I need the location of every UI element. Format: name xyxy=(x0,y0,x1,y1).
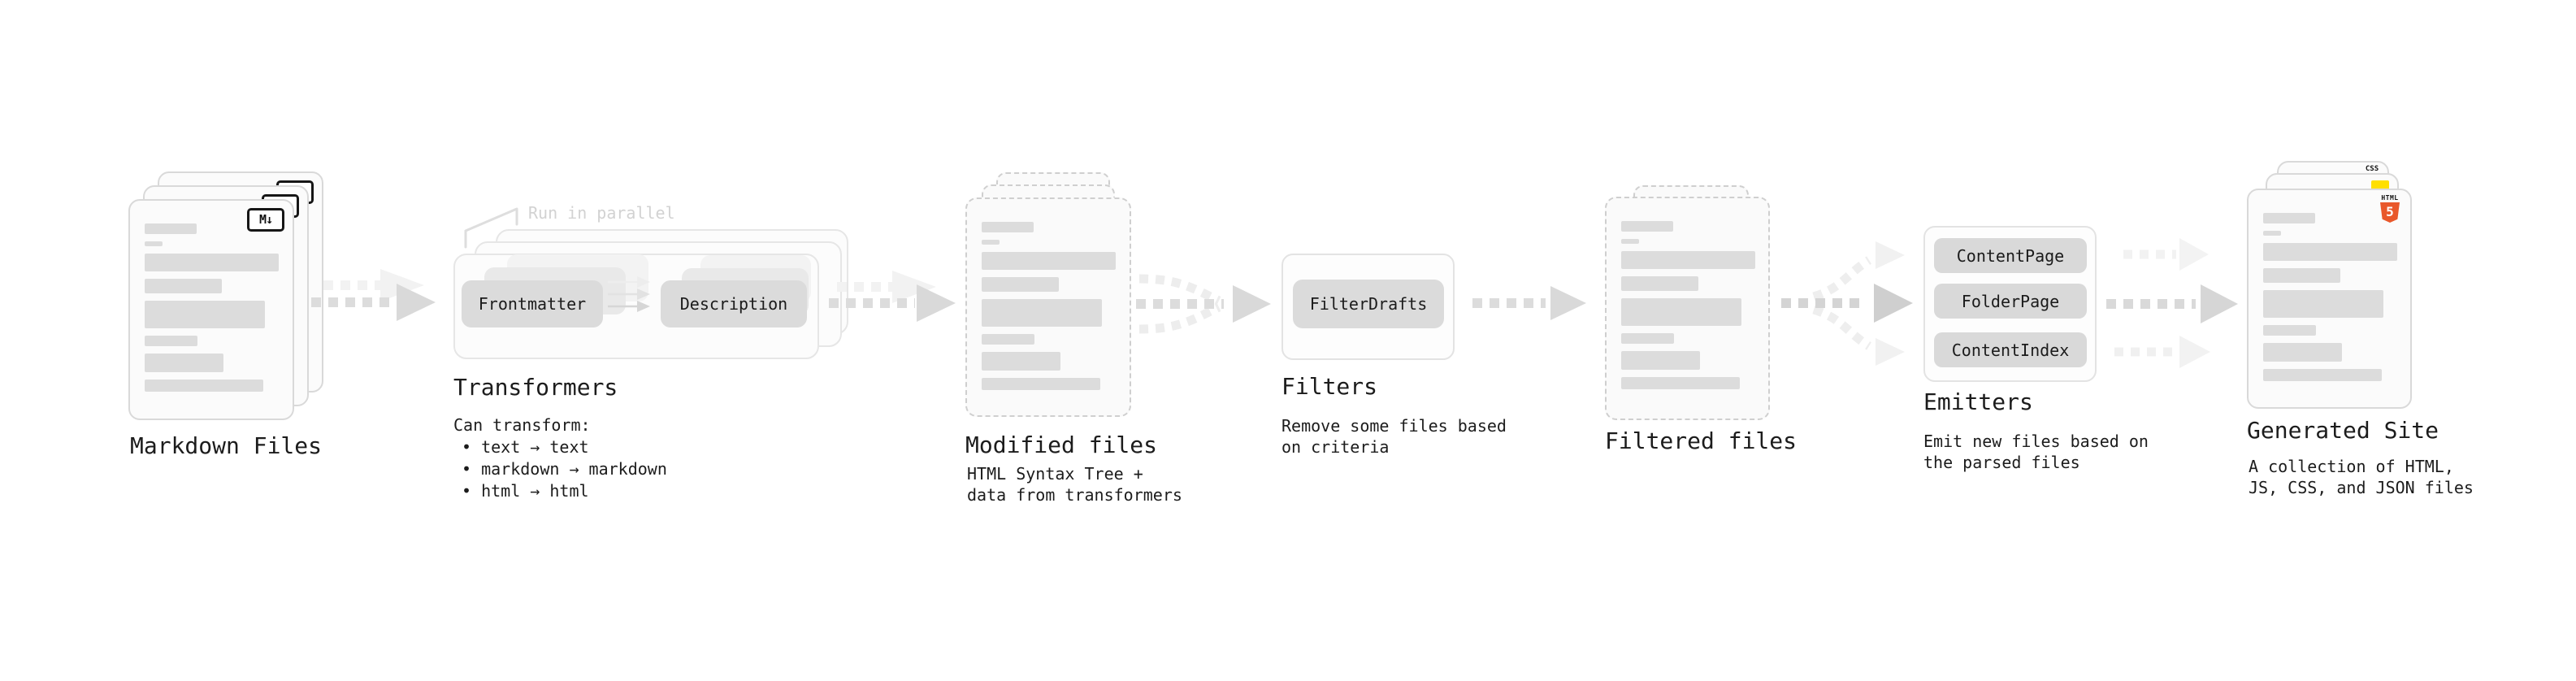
text-line-bar xyxy=(145,241,163,246)
text-line-bar xyxy=(982,240,1000,245)
text-line-bar xyxy=(982,352,1060,371)
text-line-bar xyxy=(1621,221,1673,232)
text-line-bar xyxy=(2263,243,2397,261)
generated-site-subtitle: A collection of HTML, JS, CSS, and JSON … xyxy=(2249,457,2474,497)
text-line-bar xyxy=(2263,290,2383,318)
document-text-skeleton xyxy=(982,222,1116,397)
transformers-description: Can transform: • text → text • markdown … xyxy=(453,414,667,502)
stage-title-filters: Filters xyxy=(1281,373,1378,400)
run-in-parallel-note: Run in parallel xyxy=(528,203,675,223)
text-line-bar xyxy=(982,222,1034,232)
css-icon-word: CSS xyxy=(2365,165,2379,173)
transform-bullet: • markdown → markdown xyxy=(462,459,667,479)
text-line-bar xyxy=(982,334,1034,345)
markdown-file-card-front: M↓ xyxy=(128,199,294,420)
transform-bullet: • html → html xyxy=(462,481,589,501)
contentpage-pill: ContentPage xyxy=(1934,238,2087,273)
document-text-skeleton xyxy=(2263,213,2397,388)
filtered-file-card-front xyxy=(1605,197,1770,420)
text-line-bar xyxy=(1621,251,1755,269)
text-line-bar xyxy=(145,254,279,271)
text-line-bar xyxy=(982,299,1102,327)
text-line-bar xyxy=(145,279,222,293)
description-pill: Description xyxy=(661,280,807,327)
contentindex-pill: ContentIndex xyxy=(1934,332,2087,367)
arrow-filtered-to-emitters-fanout xyxy=(1781,241,1913,366)
transform-bullet: • text → text xyxy=(462,437,589,457)
stage-title-emitters: Emitters xyxy=(1923,388,2033,415)
text-line-bar xyxy=(145,380,263,392)
modified-file-card-front xyxy=(965,197,1131,417)
text-line-bar xyxy=(2263,325,2316,336)
emitters-subtitle: Emit new files based on the parsed files xyxy=(1923,432,2149,472)
text-line-bar xyxy=(1621,377,1740,389)
text-line-bar xyxy=(1621,298,1741,326)
arrow-filters-to-filtered xyxy=(1472,286,1586,320)
filterdrafts-pill: FilterDrafts xyxy=(1293,280,1444,328)
text-line-bar xyxy=(1621,333,1674,344)
text-line-bar xyxy=(2263,231,2281,236)
text-line-bar xyxy=(1621,276,1698,291)
generated-file-card-front: HTML 5 xyxy=(2247,189,2412,409)
filters-subtitle: Remove some files based on criteria xyxy=(1281,416,1507,457)
text-line-bar xyxy=(2263,268,2340,283)
arrow-modified-to-filters-merge xyxy=(1136,274,1271,334)
text-line-bar xyxy=(982,252,1116,270)
markdown-icon: M↓ xyxy=(247,208,284,232)
html5-icon-shield: 5 xyxy=(2380,202,2400,223)
folderpage-pill: FolderPage xyxy=(1934,284,2087,319)
text-line-bar xyxy=(145,223,197,234)
text-line-bar xyxy=(145,336,197,346)
frontmatter-pill: Frontmatter xyxy=(462,280,603,327)
stage-title-transformers: Transformers xyxy=(453,374,618,401)
text-line-bar xyxy=(145,354,223,372)
stage-title-modified-files: Modified files xyxy=(965,432,1158,458)
can-transform-heading: Can transform: xyxy=(453,415,591,435)
text-line-bar xyxy=(1621,239,1639,244)
arrow-emitters-to-generated xyxy=(2106,238,2238,368)
text-line-bar xyxy=(2263,369,2382,381)
text-line-bar xyxy=(2263,343,2342,362)
modified-files-subtitle: HTML Syntax Tree + data from transformer… xyxy=(967,464,1182,505)
document-text-skeleton xyxy=(1621,221,1755,397)
stage-title-generated-site: Generated Site xyxy=(2247,417,2439,444)
text-line-bar xyxy=(145,301,265,328)
arrow-markdown-to-transformers xyxy=(311,269,436,321)
text-line-bar xyxy=(982,277,1059,292)
document-text-skeleton xyxy=(145,223,279,399)
stage-title-filtered-files: Filtered files xyxy=(1605,427,1798,454)
html5-icon: HTML 5 xyxy=(2380,194,2400,223)
text-line-bar xyxy=(982,378,1100,390)
html5-icon-word: HTML xyxy=(2381,194,2399,202)
text-line-bar xyxy=(1621,351,1700,370)
text-line-bar xyxy=(2263,213,2315,223)
stage-title-markdown-files: Markdown Files xyxy=(130,432,323,459)
